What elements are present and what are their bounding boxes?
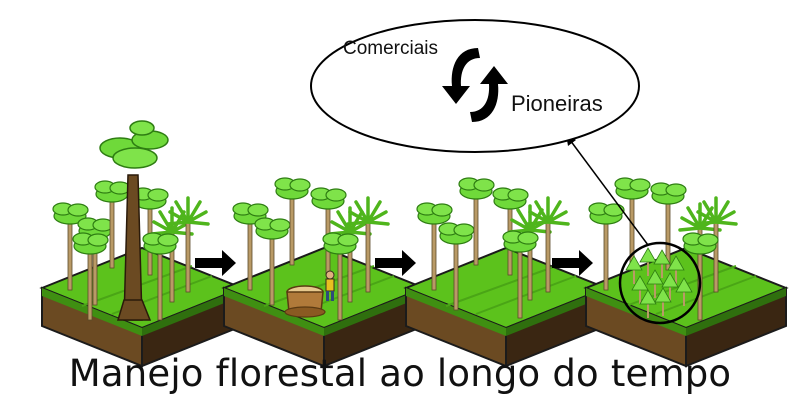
stump-icon <box>284 285 326 318</box>
regeneration-highlight-circle <box>618 241 702 325</box>
cycle-label-comerciais: Comerciais <box>343 38 439 59</box>
forest-block-4 <box>585 247 787 367</box>
right-arrow-icon <box>195 250 236 276</box>
cycle-label-pioneiras: Pioneiras <box>511 91 603 116</box>
lumberjack-icon <box>325 270 335 301</box>
right-arrow-icon <box>375 250 416 276</box>
diagram-title: Manejo florestal ao longo do tempo <box>68 352 732 395</box>
right-arrow-icon <box>552 250 593 276</box>
cycle-arrows-icon <box>442 48 508 122</box>
block-1-trees <box>52 120 210 321</box>
block-4-trees <box>588 177 738 325</box>
block-2-trees <box>232 177 390 321</box>
cycle-ellipse <box>310 19 640 153</box>
